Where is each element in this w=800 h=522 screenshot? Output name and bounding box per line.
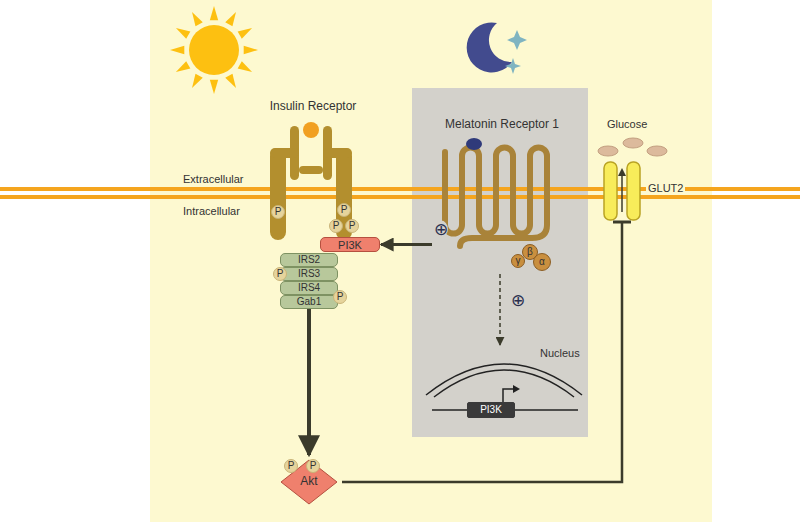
receptor-chain [270, 148, 286, 240]
transcription-arrow [499, 274, 501, 345]
insulin-receptor: PPPPInsulin Receptor [257, 100, 369, 245]
sun-ray [238, 61, 252, 72]
adaptor-box: IRS3 [280, 267, 338, 281]
glucose-molecule [647, 146, 667, 156]
node-heading: Nucleus [540, 347, 580, 360]
phospho-circle: P [333, 290, 347, 304]
sun-ray [192, 12, 203, 26]
node-heading: Insulin Receptor [270, 100, 357, 114]
node-label: Gab1 [297, 296, 321, 308]
enzyme-box: PI3K [320, 237, 380, 252]
sun-ray [210, 6, 218, 20]
glucose-transporter: GLUT2 [600, 160, 695, 222]
sun-icon [170, 6, 258, 94]
uptake-arrowhead [618, 168, 626, 176]
phospho-circle: P [273, 267, 287, 281]
melatonin-panel [412, 88, 588, 437]
phospho-circle: P [271, 205, 285, 219]
node-label: PI3K [480, 404, 502, 416]
node-label: P [341, 204, 348, 216]
g-protein-subunit: γ [511, 254, 525, 268]
transporter-half [627, 162, 640, 220]
activation-sign: ⊕ [434, 221, 448, 238]
gpcr-helices [445, 148, 547, 247]
adaptor-box: Gab1 [280, 295, 338, 309]
diamond-outline [281, 460, 337, 504]
signal-arrow [307, 309, 311, 455]
sun-ray [225, 74, 236, 88]
sun-ray [170, 46, 184, 54]
node-label: IRS2 [298, 254, 320, 266]
sun-ray [176, 61, 190, 72]
node-label: P [349, 220, 356, 232]
sun-ray [192, 74, 203, 88]
promoter-arrow [503, 389, 514, 402]
region-label: Glucose [607, 118, 647, 131]
activation-arrow [381, 243, 432, 246]
moon-icon [467, 22, 512, 72]
glucose-molecule [623, 138, 643, 148]
node-label: P [288, 460, 295, 472]
node-heading: GLUT2 [646, 182, 685, 195]
adaptor-box: IRS4 [280, 281, 338, 295]
adaptor-box: IRS2 [280, 253, 338, 267]
activation-sign: ⊕ [511, 292, 525, 309]
inhibition-line [342, 222, 622, 482]
nuclear-envelope [426, 364, 582, 395]
node-label: IRS4 [298, 282, 320, 294]
receptor-chain [323, 148, 352, 158]
star-icon [507, 30, 527, 50]
phospho-circle: P [284, 459, 298, 473]
glucose-molecule [598, 146, 618, 156]
transporter-half [604, 162, 617, 220]
insulin-ligand [303, 122, 319, 138]
phospho-circle: P [337, 203, 351, 217]
phospho-circle: P [329, 219, 343, 233]
phospho-circle: P [345, 219, 359, 233]
uptake-arrow [621, 174, 623, 212]
nucleus: PI3K Nucleus [420, 345, 588, 425]
receptor-chain [270, 148, 299, 158]
region-label: Intracellular [183, 205, 240, 218]
cell-ground [150, 0, 712, 522]
node-label: α [539, 256, 545, 268]
promoter-arrowhead [513, 385, 520, 393]
g-protein-subunit: α [533, 253, 551, 271]
sun-ray [176, 28, 190, 39]
node-label: β [527, 246, 533, 258]
membrane-line [0, 195, 800, 199]
node-label: P [275, 206, 282, 218]
sun-ray [225, 12, 236, 26]
node-label: γ [516, 255, 521, 267]
phospho-circle: P [306, 459, 320, 473]
region-label: Extracellular [183, 173, 244, 186]
melatonin-ligand [466, 138, 482, 150]
sun-ray [210, 80, 218, 94]
node-label: IRS3 [298, 268, 320, 280]
gene-box: PI3K [467, 402, 515, 418]
node-label: P [310, 460, 317, 472]
node-label: PI3K [338, 238, 362, 251]
node-heading: Melatonin Receptor 1 [445, 118, 559, 132]
nuclear-envelope [434, 370, 574, 397]
star-icon [505, 58, 521, 74]
kinase-diamond: P P Akt [276, 455, 342, 509]
melatonin-receptor: βγ α Melatonin Receptor 1 [432, 118, 572, 274]
sun-ray [238, 28, 252, 39]
node-label: P [333, 220, 340, 232]
sun-ray [244, 46, 258, 54]
receptor-chain [299, 166, 323, 174]
node-label: P [277, 268, 284, 280]
node-label: P [337, 291, 344, 303]
node-label: Akt [300, 475, 317, 489]
melatonin-receptor-shape [432, 118, 572, 274]
sun-disc [189, 25, 239, 75]
